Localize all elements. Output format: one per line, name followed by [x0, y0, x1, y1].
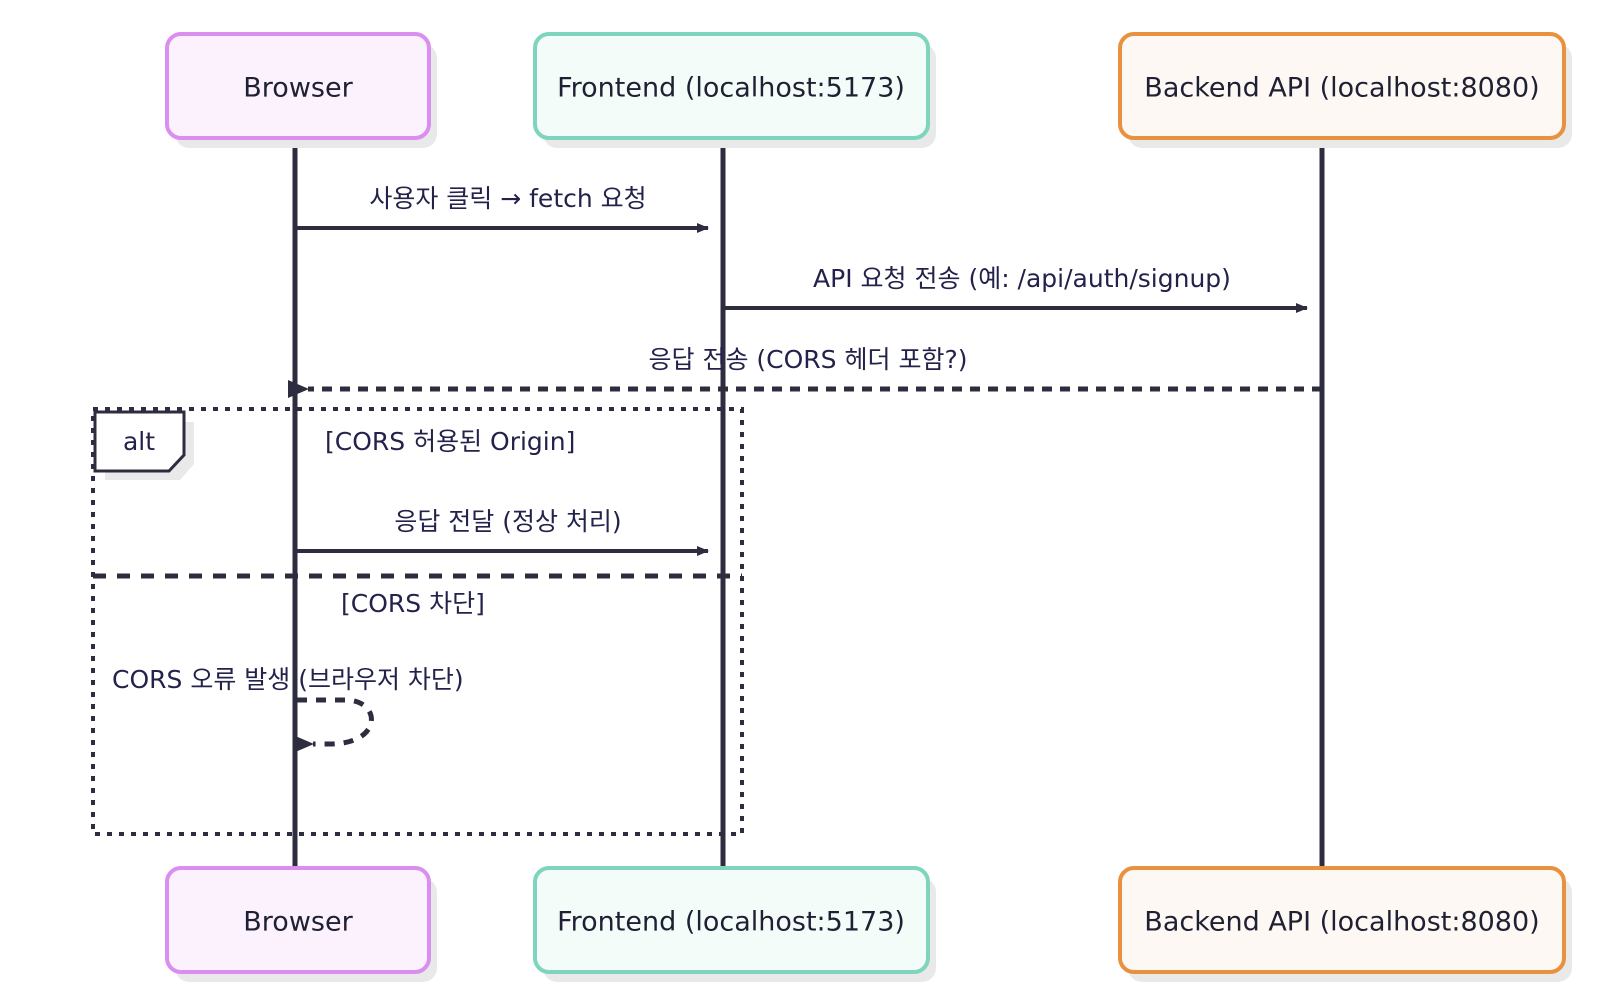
message-4-label: CORS 오류 발생 (브라우저 차단) — [112, 665, 464, 694]
alt-tag-label: alt — [123, 427, 155, 456]
alt-condition-1: [CORS 차단] — [341, 589, 485, 618]
alt-block: alt [CORS 허용된 Origin] [CORS 차단] — [91, 407, 744, 836]
participant-backend-top-box[interactable] — [1118, 32, 1566, 140]
participant-backend-top-label: Backend API (localhost:8080) — [1144, 73, 1539, 104]
participant-frontend-bottom-label: Frontend (localhost:5173) — [557, 907, 905, 938]
participant-frontend-bottom-box[interactable] — [533, 866, 930, 974]
alt-tag-box — [93, 410, 186, 473]
message-1: API 요청 전송 (예: /api/auth/signup) — [723, 264, 1308, 313]
participant-backend-bottom-box[interactable] — [1118, 866, 1566, 974]
message-3-label: 응답 전달 (정상 처리) — [394, 507, 621, 536]
alt-condition-0: [CORS 허용된 Origin] — [325, 427, 575, 456]
alt-frame-rect — [91, 407, 744, 836]
message-2: 응답 전송 (CORS 헤더 포함?) — [288, 345, 1322, 398]
participant-backend-bottom-label: Backend API (localhost:8080) — [1144, 907, 1539, 938]
participant-frontend-top-box[interactable] — [533, 32, 930, 140]
participant-browser-bottom-label: Browser — [243, 907, 353, 938]
participant-frontend-top-label: Frontend (localhost:5173) — [557, 73, 905, 104]
message-1-label: API 요청 전송 (예: /api/auth/signup) — [813, 264, 1231, 293]
message-4: CORS 오류 발생 (브라우저 차단) — [112, 665, 464, 753]
message-0-label: 사용자 클릭 → fetch 요청 — [369, 184, 646, 213]
participant-browser-top-box[interactable] — [165, 32, 431, 140]
message-3: 응답 전달 (정상 처리) — [295, 507, 709, 556]
participant-boxes-bottom: Browser Frontend (localhost:5173) Backen… — [165, 866, 1572, 982]
participant-boxes-top: Browser Frontend (localhost:5173) Backen… — [165, 32, 1572, 148]
message-2-label: 응답 전송 (CORS 헤더 포함?) — [649, 345, 968, 374]
lifelines-group — [292, 140, 1325, 872]
message-0: 사용자 클릭 → fetch 요청 — [295, 184, 709, 233]
message-4-self-loop-arrow — [293, 697, 374, 753]
participant-browser-bottom-box[interactable] — [165, 866, 431, 974]
participant-browser-top-label: Browser — [243, 73, 353, 104]
